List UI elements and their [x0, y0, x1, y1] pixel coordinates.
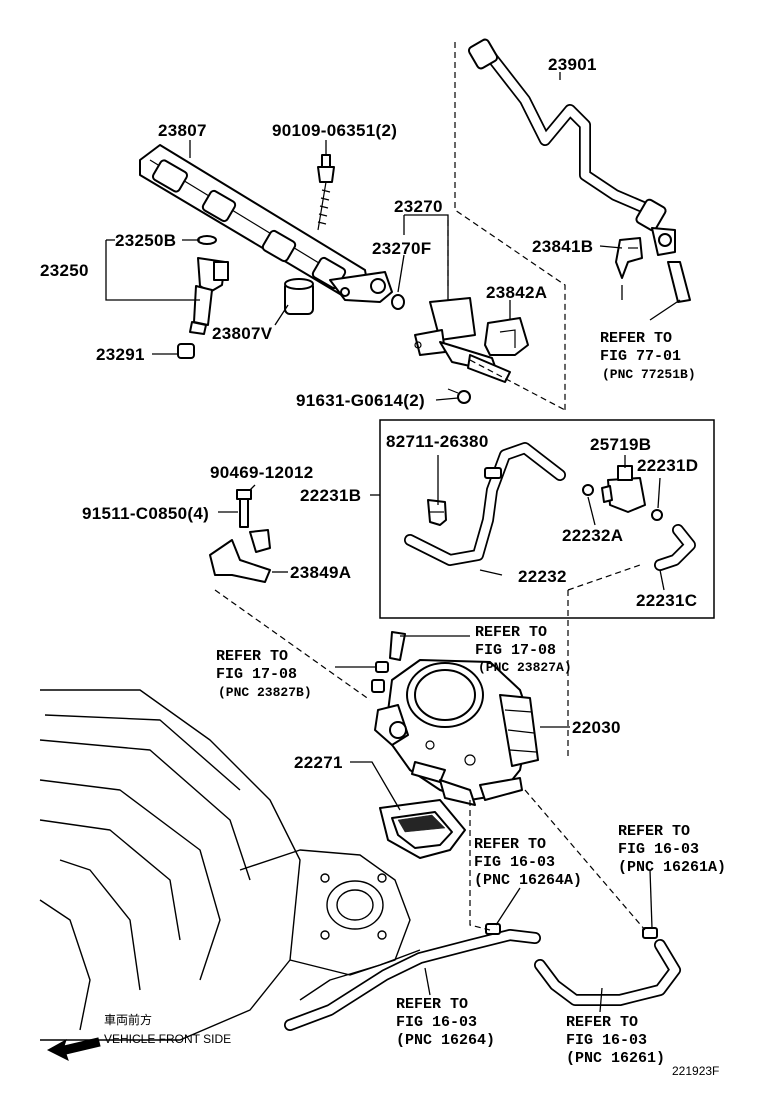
direction-jp: 車両前方 — [104, 1012, 152, 1027]
front-arrow-icon — [46, 1037, 101, 1061]
ref-1708a-line2: FIG 17-08 — [475, 642, 556, 659]
bolt-90109[interactable] — [317, 154, 335, 231]
ref-1603d-line3: (PNC 16261) — [566, 1050, 665, 1067]
pressure-regulator[interactable] — [414, 297, 511, 383]
label-22231c: 22231C — [636, 591, 697, 610]
label-22232: 22232 — [518, 567, 567, 586]
dashed-reference-lines — [214, 42, 646, 931]
label-22231d: 22231D — [637, 456, 698, 475]
vacuum-hose-22232[interactable] — [404, 442, 566, 566]
vsv-group-box — [379, 419, 715, 619]
fuel-delivery-pipe[interactable] — [139, 144, 393, 303]
label-22271: 22271 — [294, 753, 343, 772]
hose-stub-77 — [667, 261, 691, 303]
ref-1603d-line2: FIG 16-03 — [566, 1032, 647, 1049]
label-23270f: 23270F — [372, 239, 431, 258]
fuel-injector[interactable] — [189, 235, 229, 335]
ref-1603d-line1: REFER TO — [566, 1014, 638, 1031]
label-23250b: 23250B — [115, 231, 176, 250]
part-number-labels: 23901 23807 90109-06351(2) 23270 23270F … — [40, 55, 698, 772]
bolt-91631[interactable] — [447, 388, 471, 404]
label-22232a: 22232A — [562, 526, 623, 545]
injector-seal[interactable] — [177, 343, 195, 359]
ref-1603b-line1: REFER TO — [618, 823, 690, 840]
throttle-body-22030[interactable] — [374, 659, 539, 806]
fuel-hose-23901[interactable] — [467, 38, 676, 256]
o-ring-23270f[interactable] — [391, 294, 405, 310]
ref-1708b-line1: REFER TO — [216, 648, 288, 665]
label-25719b: 25719B — [590, 435, 651, 454]
hose-22231c[interactable] — [654, 524, 696, 571]
ref-77-line3: (PNC 77251B) — [602, 367, 696, 382]
clamp-23842a[interactable] — [484, 317, 529, 356]
label-90109: 90109-06351(2) — [272, 121, 397, 140]
ref-1708b-line2: FIG 17-08 — [216, 666, 297, 683]
ref-1603c-line2: FIG 16-03 — [396, 1014, 477, 1031]
label-82711: 82711-26380 — [386, 432, 489, 451]
coolant-hose-16264 — [284, 923, 541, 1031]
direction-en: VEHICLE FRONT SIDE — [104, 1032, 231, 1046]
ref-1603a-line2: FIG 16-03 — [474, 854, 555, 871]
label-23901: 23901 — [548, 55, 597, 74]
hose-pieces-17-08 — [371, 631, 406, 693]
ref-1603c-line1: REFER TO — [396, 996, 468, 1013]
bracket-23849a[interactable] — [209, 489, 271, 583]
label-22030: 22030 — [572, 718, 621, 737]
label-23842a: 23842A — [486, 283, 547, 302]
ref-1708a-line3: (PNC 23827A) — [478, 660, 572, 675]
vsv-25719b[interactable] — [601, 465, 646, 513]
ref-1708b-line3: (PNC 23827B) — [218, 685, 312, 700]
intake-manifold-drawing — [39, 689, 421, 1041]
label-23807: 23807 — [158, 121, 207, 140]
clamp-82711[interactable] — [427, 499, 447, 526]
clip-22231d[interactable] — [651, 509, 663, 521]
figure-id: 221923F — [672, 1064, 719, 1078]
clip-23841b[interactable] — [615, 237, 643, 279]
label-23849a: 23849A — [290, 563, 351, 582]
ref-1603b-line3: (PNC 16261A) — [618, 859, 726, 876]
leader-lines — [105, 72, 681, 1013]
label-91511: 91511-C0850(4) — [82, 504, 209, 523]
ref-77-line1: REFER TO — [600, 330, 672, 347]
insulator-23807v[interactable] — [284, 278, 314, 315]
ref-1708a-line1: REFER TO — [475, 624, 547, 641]
ref-1603c-line3: (PNC 16264) — [396, 1032, 495, 1049]
label-23807v: 23807V — [212, 324, 273, 343]
ref-1603b-line2: FIG 16-03 — [618, 841, 699, 858]
ref-1603a-line1: REFER TO — [474, 836, 546, 853]
label-23250: 23250 — [40, 261, 89, 280]
label-23841b: 23841B — [532, 237, 593, 256]
coolant-hose-16261 — [534, 927, 681, 1006]
label-91631: 91631-G0614(2) — [296, 391, 425, 410]
clip-22232a[interactable] — [582, 484, 594, 496]
label-22231b: 22231B — [300, 486, 361, 505]
vehicle-front-indicator: 車両前方 VEHICLE FRONT SIDE — [46, 1012, 231, 1061]
refer-to-labels: REFER TO FIG 77-01 (PNC 77251B) REFER TO… — [216, 330, 726, 1067]
ref-1603a-line3: (PNC 16264A) — [474, 872, 582, 889]
label-23270: 23270 — [394, 197, 443, 216]
label-23291: 23291 — [96, 345, 145, 364]
ref-77-line2: FIG 77-01 — [600, 348, 681, 365]
gasket-22271[interactable] — [379, 799, 466, 859]
label-90469: 90469-12012 — [210, 463, 314, 482]
